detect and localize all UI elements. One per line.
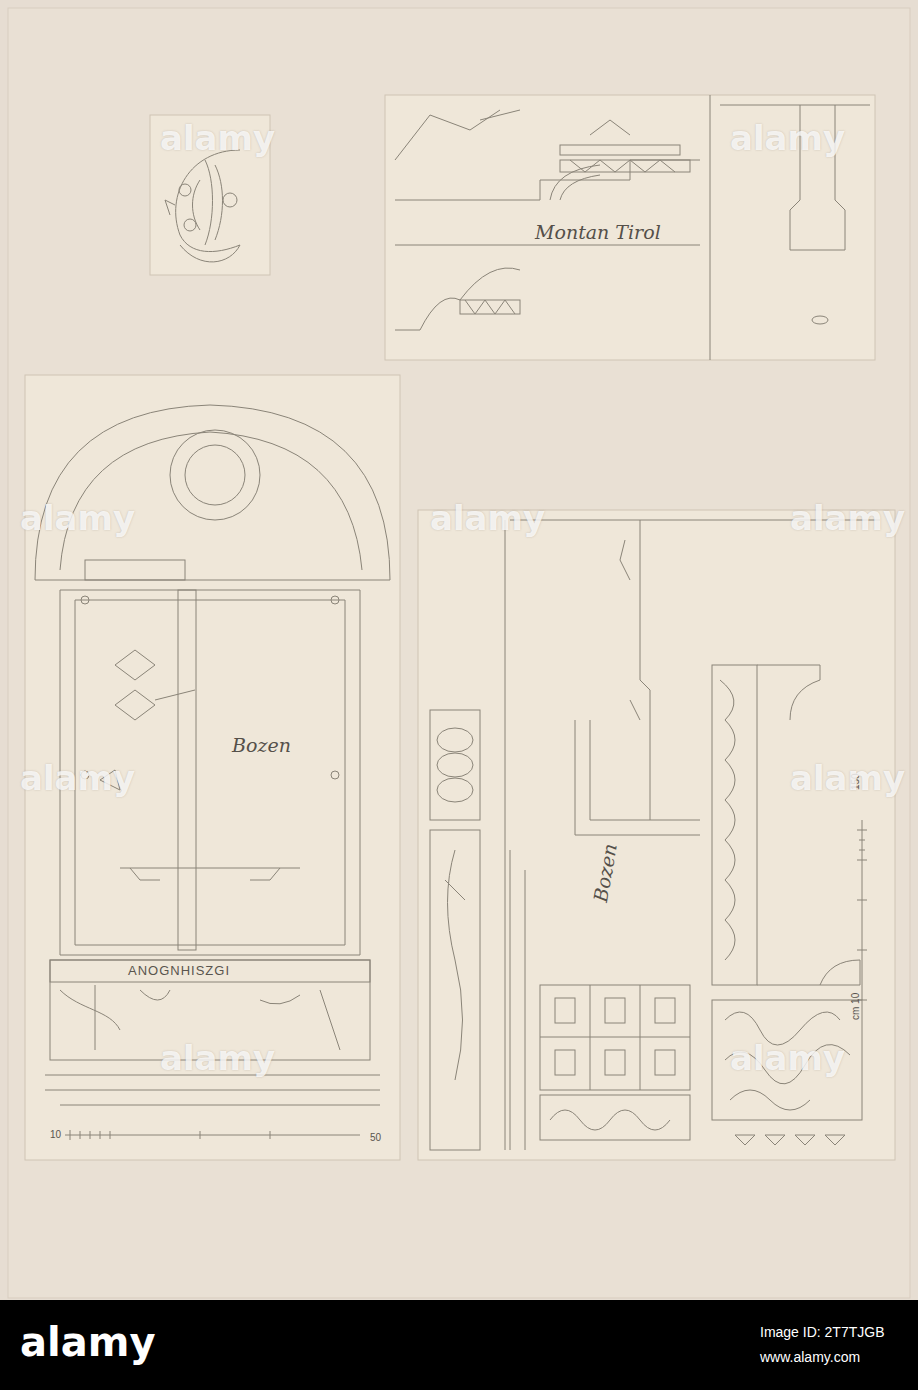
watermark: alamy xyxy=(20,760,135,797)
watermark: alamy xyxy=(790,500,905,537)
watermark: alamy xyxy=(790,760,905,797)
watermark: alamy xyxy=(730,120,845,157)
watermark: alamy xyxy=(160,1040,275,1077)
watermark: alamy xyxy=(730,1040,845,1077)
watermark: alamy xyxy=(430,500,545,537)
image-id: Image ID: 2T7TJGB xyxy=(760,1325,884,1340)
place-note: Montan Tirol xyxy=(535,222,661,243)
scale-number: 50 xyxy=(370,1132,381,1143)
stock-logo: alamy xyxy=(20,1320,155,1364)
scale-number: cm 10 xyxy=(850,993,861,1020)
watermark: alamy xyxy=(160,120,275,157)
watermark: alamy xyxy=(20,500,135,537)
inscription-text: ANOGNHISZGI xyxy=(128,964,230,978)
scale-number: 10 xyxy=(50,1129,61,1140)
stock-url: www.alamy.com xyxy=(760,1350,860,1365)
place-note: Bozen xyxy=(232,735,291,756)
